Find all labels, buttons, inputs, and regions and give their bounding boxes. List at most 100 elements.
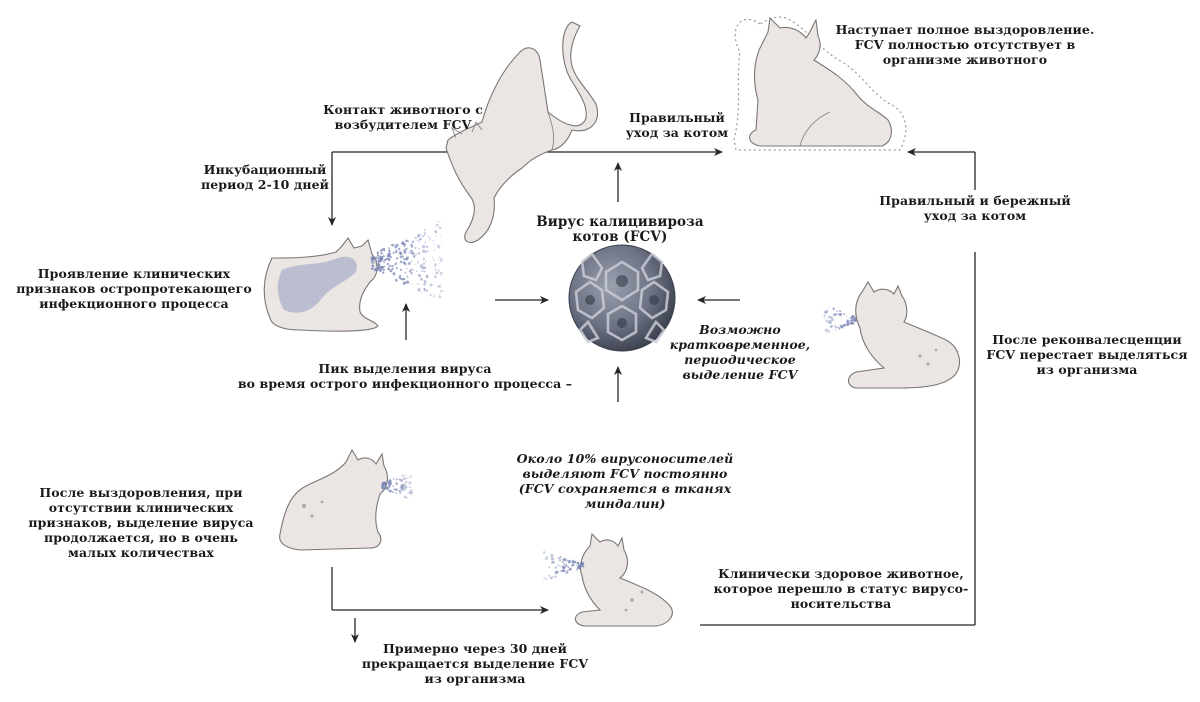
spray-dot [372, 265, 374, 267]
spray-dot [825, 309, 829, 313]
spray-dot [438, 295, 442, 299]
spray-dot [402, 483, 404, 486]
spray-dot [406, 275, 409, 278]
spray-dot [403, 262, 407, 265]
spray-dot [410, 491, 414, 495]
spray-dot [552, 561, 555, 564]
spray-dot [386, 262, 390, 266]
spray-dot [408, 481, 412, 485]
spray-dot [388, 249, 391, 252]
spray-dot [396, 482, 399, 485]
spray-dot [832, 307, 836, 311]
spray-dot [849, 317, 851, 319]
spray-dot [425, 275, 429, 279]
spray-dot [389, 269, 393, 273]
label-clinical-signs: Проявление клинических признаков остропр… [16, 266, 252, 311]
spray-dot [405, 264, 407, 266]
spray-dot [580, 561, 584, 565]
spray-dot [388, 489, 392, 493]
spray-dot [423, 287, 426, 291]
spray-dot [425, 274, 428, 276]
spray-dot [420, 277, 423, 281]
spray-dot [845, 315, 848, 317]
spray-dot [436, 244, 440, 248]
spray-dot [406, 496, 408, 499]
spray-dot [424, 241, 427, 244]
spray-dot [395, 257, 399, 260]
spray-dot [398, 478, 401, 481]
spray-dot [394, 245, 398, 249]
spray-dot [439, 234, 441, 237]
spray-dot [438, 226, 442, 230]
spray-dot [828, 315, 831, 319]
label-proper-care: Правильный уход за котом [625, 110, 729, 140]
spray-dot [827, 317, 829, 319]
spray-dot [829, 326, 831, 328]
spray-dot [391, 491, 394, 494]
center-title: Вирус калицивироза котов (FCV) [536, 214, 704, 245]
spray-dot [577, 566, 579, 568]
spray-dot [434, 263, 437, 266]
spray-dot [551, 557, 555, 561]
virus-particle-icon [568, 244, 676, 352]
spray-dot [563, 568, 565, 570]
spray-dot [437, 269, 440, 271]
spray-dot [431, 257, 434, 259]
spray-dot [388, 479, 392, 483]
spray-dot [386, 481, 389, 483]
spray-dot [422, 257, 426, 261]
spray-dot [418, 247, 420, 250]
label-carriers-10: Около 10% вирусоносителей выделяют FCV п… [516, 451, 734, 511]
spray-dot [823, 314, 826, 318]
spray-dot [408, 252, 410, 254]
spray-dot [426, 289, 429, 292]
spray-dot [837, 326, 840, 329]
spray-dot [851, 316, 854, 318]
spray-dot [850, 316, 853, 319]
spray-dot [404, 475, 406, 477]
spray-dot [414, 246, 417, 249]
spray-dot [432, 240, 434, 242]
spray-dot [424, 280, 427, 284]
label-after-recovery: После выздоровления, при отсутствии клин… [28, 485, 254, 560]
spray-dot [387, 267, 390, 271]
spray-dot [548, 574, 551, 577]
spray-dot [437, 285, 440, 288]
spray-dot [836, 310, 838, 312]
spray-dot [417, 233, 421, 237]
spray-dot [381, 252, 383, 255]
spray-dot [568, 561, 570, 564]
spray-dot [422, 245, 426, 249]
jumping-cat-icon [445, 21, 598, 243]
spray-dot [433, 249, 435, 251]
spray-dot [423, 279, 426, 282]
spray-dot [381, 484, 383, 487]
spray-dot [824, 318, 826, 320]
spray-dot [395, 266, 398, 270]
spray-dot [565, 572, 567, 575]
spray-dot [416, 239, 419, 242]
spray-dot [837, 312, 842, 316]
spray-dot [387, 266, 390, 268]
spray-dot [429, 294, 432, 297]
spray-dot [420, 291, 422, 293]
virus-spray-icon-bm [542, 551, 585, 580]
spray-dot [395, 478, 398, 481]
spray-dot [411, 268, 414, 271]
spray-dot [419, 264, 423, 268]
spray-dot [552, 576, 554, 578]
spray-dot [414, 237, 417, 240]
spray-dot [371, 267, 374, 270]
spray-dot [423, 289, 426, 292]
label-after-30-days: Примерно через 30 дней прекращается выде… [361, 641, 589, 686]
spray-dot [425, 245, 429, 249]
spray-dot [388, 485, 391, 488]
spray-dot [438, 284, 442, 288]
spray-dot [383, 486, 387, 489]
spray-dot [406, 280, 410, 284]
spray-dot [384, 485, 386, 487]
spray-dot [573, 561, 575, 563]
spray-dot [422, 235, 424, 238]
spray-dot [417, 262, 419, 264]
spray-dot [565, 565, 568, 568]
